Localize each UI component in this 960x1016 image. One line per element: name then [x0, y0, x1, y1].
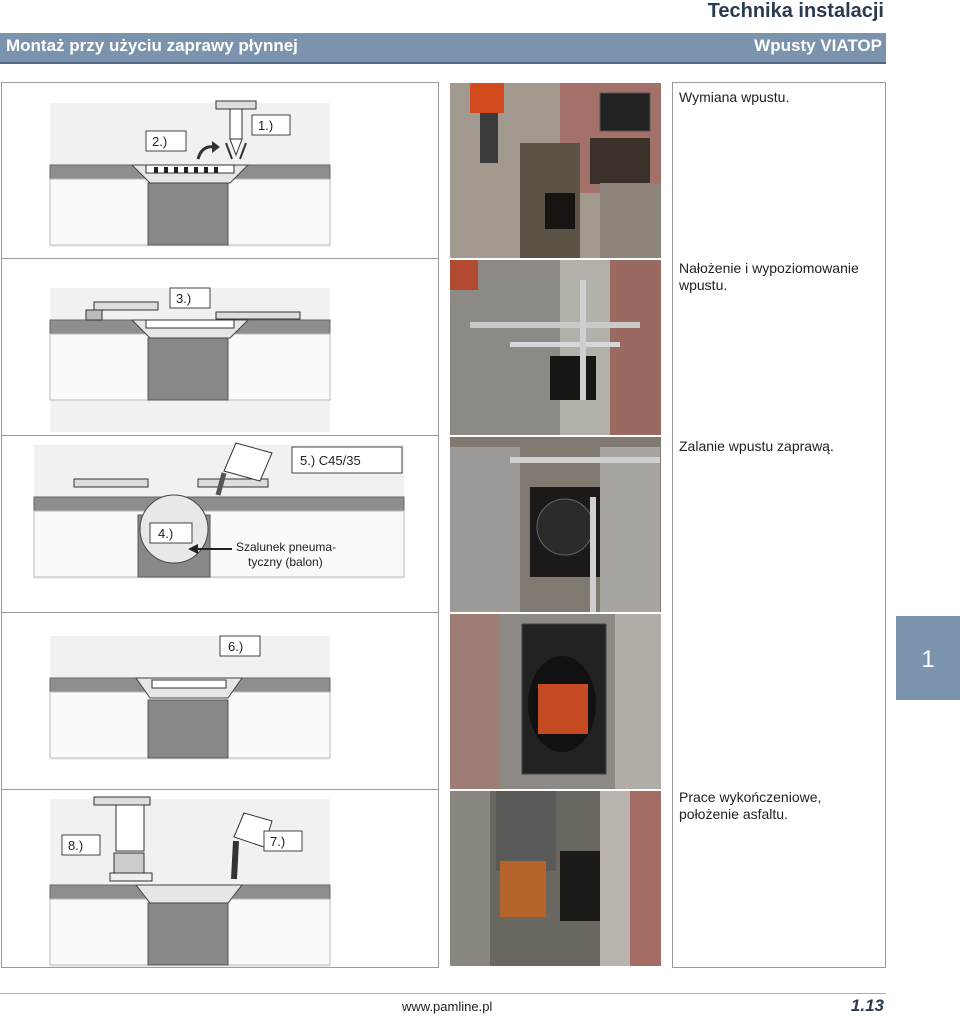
header-bar: Montaż przy użyciu zaprawy płynnej Wpust… — [0, 33, 886, 64]
step-3-label: 3.) — [176, 291, 191, 306]
chapter-number: 1 — [921, 646, 935, 673]
diagram-step-6: 6.) — [49, 635, 331, 760]
step-4-label: 4.) — [158, 526, 173, 541]
caption-2: Nałożenie i wypoziomowanie wpustu. — [679, 260, 859, 294]
diagram-step-3: 3.) — [49, 287, 331, 432]
caption-5-line-2: położenie asfaltu. — [679, 806, 788, 822]
balloon-label-line1: Szalunek pneuma- — [236, 540, 336, 554]
caption-2-line-2: wpustu. — [679, 277, 728, 293]
photo-3 — [450, 437, 661, 612]
chapter-tab: 1 — [896, 616, 960, 700]
photo-4 — [450, 614, 661, 789]
step-8-label: 8.) — [68, 838, 83, 853]
header-category: Technika instalacji — [707, 0, 884, 22]
diagram-step-7-8: 7.) 8.) — [49, 796, 331, 967]
caption-5: Prace wykończeniowe, położenie asfaltu. — [679, 789, 821, 823]
caption-column — [672, 82, 886, 968]
photo-5 — [450, 791, 661, 966]
diagram-step-1-2: 2.) 1.) — [49, 100, 331, 247]
caption-2-line-1: Nałożenie i wypoziomowanie — [679, 260, 859, 276]
caption-3: Zalanie wpustu zaprawą. — [679, 438, 834, 454]
caption-5-line-1: Prace wykończeniowe, — [679, 789, 822, 805]
step-1-label: 1.) — [258, 118, 273, 133]
product-name: Wpusty VIATOP — [754, 36, 882, 55]
balloon-label-line2: tyczny (balon) — [248, 555, 323, 569]
caption-1: Wymiana wpustu. — [679, 89, 790, 105]
step-2-label: 2.) — [152, 134, 167, 149]
photo-1 — [450, 83, 661, 258]
page-title: Montaż przy użyciu zaprawy płynnej — [6, 36, 298, 55]
page-number: 1.13 — [850, 996, 884, 1015]
diagram-step-4-5: 4.) Szalunek pneuma- tyczny (balon) 5.) … — [33, 442, 405, 579]
step-6-label: 6.) — [228, 639, 243, 654]
step-7-label: 7.) — [270, 834, 285, 849]
step-5-label: 5.) C45/35 — [300, 453, 361, 468]
footer-divider — [0, 993, 886, 994]
photo-2 — [450, 260, 661, 435]
footer-url: www.pamline.pl — [402, 999, 493, 1014]
